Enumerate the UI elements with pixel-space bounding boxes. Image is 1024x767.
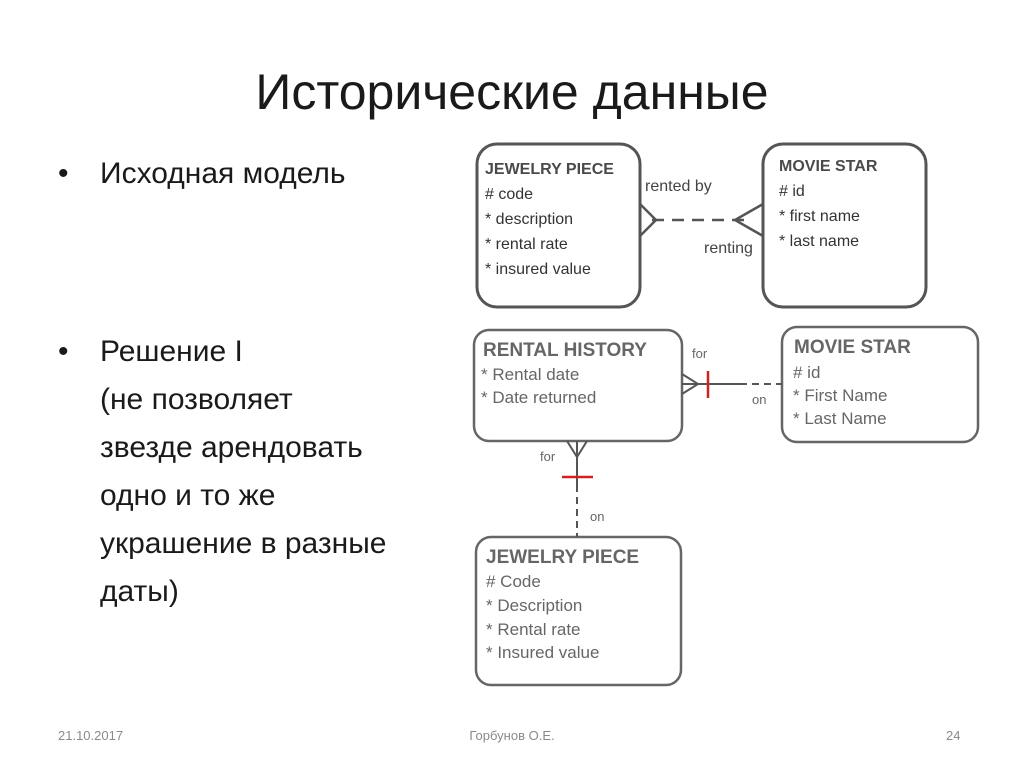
entity-attr: * Rental rate bbox=[486, 620, 581, 639]
entity-title-movie-star: MOVIE STAR bbox=[779, 158, 878, 175]
entity-attr: * insured value bbox=[485, 261, 591, 278]
top-er-model: JEWELRY PIECE # code * description * ren… bbox=[475, 142, 928, 309]
footer-author: Горбунов О.Е. bbox=[469, 728, 555, 743]
entity-attr: * last name bbox=[779, 233, 859, 250]
relationship-label-for-2: for bbox=[540, 449, 556, 464]
relationship-label-on: on bbox=[752, 392, 766, 407]
bullet-line: (не позволяет bbox=[100, 383, 293, 416]
crows-foot-rental-star bbox=[681, 373, 700, 395]
entity-attr: * rental rate bbox=[485, 236, 568, 253]
relationship-label-on-2: on bbox=[590, 509, 604, 524]
entity-attr: # id bbox=[793, 363, 820, 382]
entity-attr: * First Name bbox=[793, 386, 887, 405]
relationship-label-rented-by: rented by bbox=[645, 178, 712, 195]
entity-attr: * first name bbox=[779, 208, 860, 225]
entity-title-jewelry: JEWELRY PIECE bbox=[485, 161, 614, 178]
relationship-label-for: for bbox=[692, 346, 708, 361]
bullet-dot: • bbox=[58, 157, 69, 190]
entity-attr: * Last Name bbox=[793, 409, 887, 428]
bullet-dot: • bbox=[58, 335, 69, 368]
entity-title-rental-history: RENTAL HISTORY bbox=[483, 340, 647, 361]
crows-foot-movie-star bbox=[732, 202, 764, 238]
entity-attr: * Rental date bbox=[481, 365, 579, 384]
bullet-line: одно и то же bbox=[100, 479, 276, 512]
bullet-text: Исходная модель bbox=[100, 157, 346, 190]
bottom-er-model: RENTAL HISTORY * Rental date * Date retu… bbox=[472, 325, 980, 687]
relationship-label-renting: renting bbox=[704, 240, 753, 257]
footer-date: 21.10.2017 bbox=[58, 728, 124, 743]
bullet-line: Решение I bbox=[100, 335, 243, 368]
bullet-line: украшение в разные bbox=[100, 527, 387, 560]
slide-title: Исторические данные bbox=[255, 64, 769, 120]
entity-box-movie-star bbox=[761, 142, 928, 309]
entity-box-jewelry bbox=[475, 142, 642, 309]
crows-foot-jewelry bbox=[639, 203, 658, 237]
entity-attr: * Date returned bbox=[481, 388, 596, 407]
crows-foot-rental-jewelry bbox=[566, 440, 588, 459]
entity-attr: # id bbox=[779, 183, 805, 200]
bullet-line: звезде арендовать bbox=[100, 431, 363, 464]
entity-attr: * Description bbox=[486, 596, 582, 615]
entity-attr: # Code bbox=[486, 572, 541, 591]
entity-title-jewelry-2: JEWELRY PIECE bbox=[486, 547, 639, 568]
footer-page-number: 24 bbox=[946, 728, 961, 743]
entity-attr: * description bbox=[485, 211, 573, 228]
entity-attr: * Insured value bbox=[486, 643, 599, 662]
entity-attr: # code bbox=[485, 186, 533, 203]
entity-title-movie-star-2: MOVIE STAR bbox=[794, 337, 911, 358]
bullet-line: даты) bbox=[100, 575, 179, 608]
entity-box-jewelry-2 bbox=[474, 535, 683, 687]
